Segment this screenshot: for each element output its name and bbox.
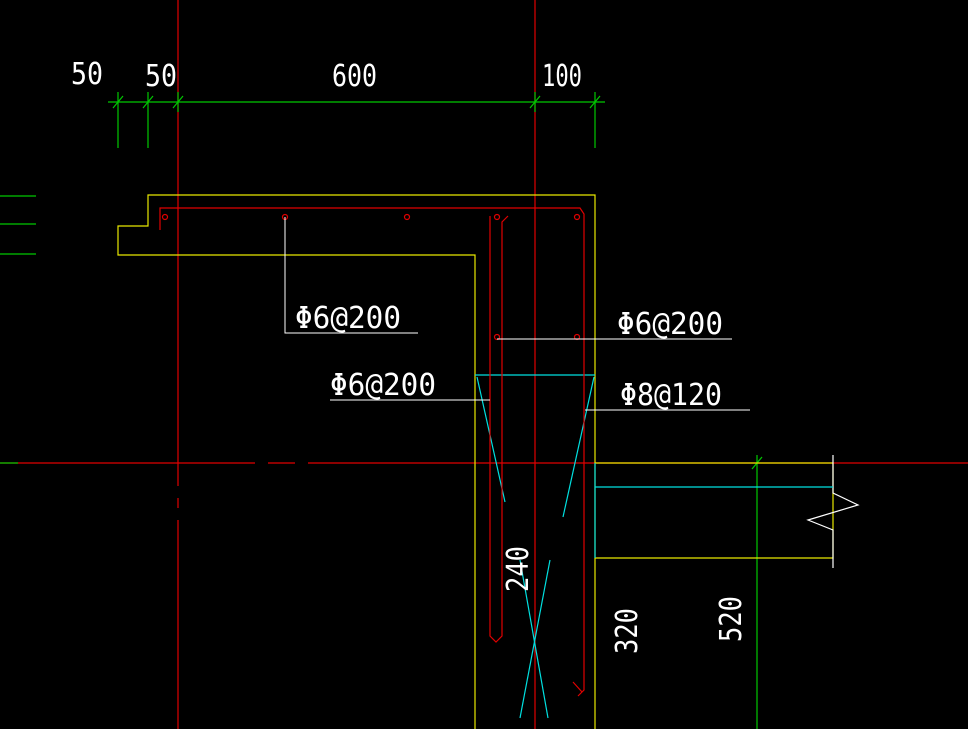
tick-3 [172, 95, 184, 109]
dim-text-vertical: 240 [501, 546, 536, 592]
haunch-lines [475, 374, 833, 719]
rebar [159, 207, 585, 697]
concrete-outline [117, 194, 834, 729]
rebar-dot [493, 213, 501, 221]
rebar-labels: Φ6@200 Φ6@200 Φ6@200 Φ8@120 [295, 301, 723, 413]
dimension-texts: 50 50 600 100 240 320 520 [71, 57, 749, 654]
wall-bar-outer [572, 681, 583, 693]
axis-gaps [176, 461, 308, 520]
slab-and-wall-outline [117, 194, 596, 729]
tick-5 [589, 95, 601, 109]
top-dimension-chain [108, 92, 605, 148]
leader-1 [284, 217, 418, 334]
dim-text-top: 50 [145, 59, 177, 94]
top-bar [159, 207, 585, 697]
dim-text-vertical: 320 [610, 608, 645, 654]
tick-1 [112, 95, 124, 109]
dim-text-top: 600 [332, 59, 377, 94]
rebar-label: Φ6@200 [330, 368, 436, 403]
rebar-label: Φ6@200 [295, 301, 401, 336]
dim-text-top: 50 [71, 57, 103, 92]
rebar-label: Φ6@200 [617, 307, 723, 342]
tick-4 [529, 95, 541, 109]
rebar-dot [161, 213, 169, 221]
tick-2 [142, 95, 154, 109]
rebar-dot [573, 213, 581, 221]
wall-bar-inner [489, 215, 509, 643]
rebar-label: Φ8@120 [620, 378, 722, 413]
dim-text-vertical: 520 [714, 596, 749, 642]
leader-lines [284, 217, 750, 411]
beam-outline [595, 462, 834, 559]
dim-text-top: 100 [542, 59, 582, 94]
left-edge-stubs [0, 195, 36, 464]
rebar-dot [403, 213, 411, 221]
